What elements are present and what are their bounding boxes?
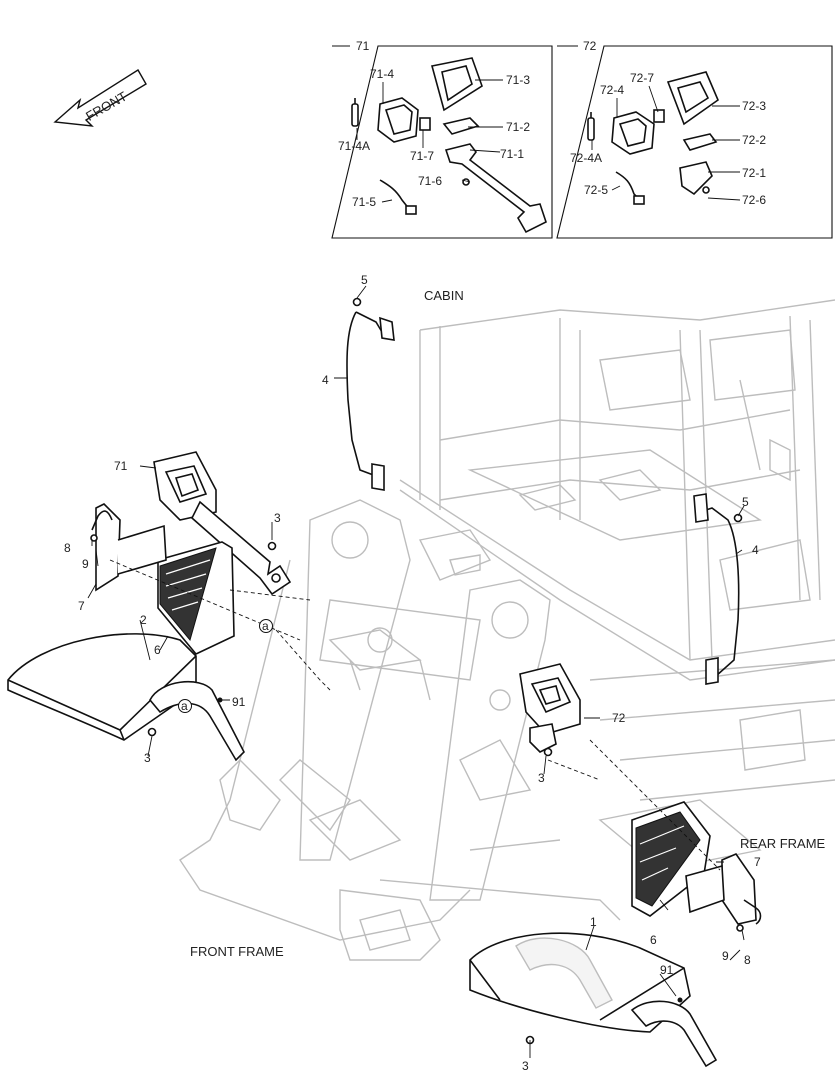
callout-71: 71 <box>114 459 128 473</box>
callout-3: 3 <box>144 751 151 765</box>
harness-71-5 <box>379 179 411 211</box>
front-frame-label: FRONT FRAME <box>190 944 284 959</box>
work-lamp-assembly-71 <box>153 451 292 596</box>
inset-71: 71 71-4 71-3 71-2 71 <box>331 39 553 239</box>
label-72-6: 72-6 <box>742 193 766 207</box>
label-71-1: 71-1 <box>500 147 524 161</box>
ref-a: a <box>181 699 188 713</box>
inset-72-title: 72 <box>583 39 597 53</box>
callout-3: 3 <box>538 771 545 785</box>
callout-91: 91 <box>232 695 246 709</box>
callout-8: 8 <box>64 541 71 555</box>
handrail-4-right <box>693 493 743 685</box>
callout-5: 5 <box>361 273 368 287</box>
label-72-5: 72-5 <box>584 183 608 197</box>
leader-lines <box>87 285 745 1058</box>
label-71-2: 71-2 <box>506 120 530 134</box>
cabin-outline <box>399 299 835 871</box>
mudguard-6-left <box>157 541 235 655</box>
inset-71-title: 71 <box>356 39 370 53</box>
callout-6: 6 <box>154 643 161 657</box>
label-72-4: 72-4 <box>600 83 624 97</box>
bulb-71-4a <box>351 98 359 127</box>
work-lamp-72-4 <box>611 111 655 155</box>
ref-a: a <box>262 619 269 633</box>
bulb-72-4a <box>587 112 595 141</box>
connector-71-7 <box>419 117 431 131</box>
label-72-4a: 72-4A <box>570 151 602 165</box>
label-72-2: 72-2 <box>742 133 766 147</box>
callout-9: 9 <box>82 557 89 571</box>
front-frame-outline <box>179 499 621 961</box>
label-72-7: 72-7 <box>630 71 654 85</box>
callout-72: 72 <box>612 711 626 725</box>
callout-5: 5 <box>742 495 749 509</box>
label-71-4a: 71-4A <box>338 139 370 153</box>
callout-91: 91 <box>660 963 674 977</box>
callout-6: 6 <box>650 933 657 947</box>
bolt-71-6 <box>462 178 470 186</box>
mudguard-6-right <box>631 801 711 917</box>
callout-8: 8 <box>744 953 751 967</box>
bolt-72-6 <box>702 186 710 194</box>
bracket-71-1 <box>444 143 547 234</box>
fender-2-left <box>7 633 245 762</box>
callout-7: 7 <box>78 599 85 613</box>
label-71-3: 71-3 <box>506 73 530 87</box>
lamp-housing-71-3 <box>431 57 483 112</box>
inset-72: 72 72-7 72-4 72-3 72-2 72-4A 72-1 72-5 7… <box>556 39 833 239</box>
label-71-5: 71-5 <box>352 195 376 209</box>
fender-1-right <box>469 932 718 1068</box>
callout-9: 9 <box>722 949 729 963</box>
lamp-housing-72-3 <box>666 71 719 126</box>
connector-72-7 <box>653 109 665 123</box>
work-lamp-assembly-72 <box>519 663 581 757</box>
handrail-4-left <box>346 297 395 491</box>
cabin-label: CABIN <box>424 288 464 303</box>
label-72-3: 72-3 <box>742 99 766 113</box>
gasket-72-2 <box>682 133 718 151</box>
bracket-7-right <box>685 853 762 932</box>
gasket-71-2 <box>442 117 480 135</box>
callout-3: 3 <box>522 1059 529 1073</box>
callout-4: 4 <box>752 543 759 557</box>
label-71-7: 71-7 <box>410 149 434 163</box>
front-direction-arrow: FRONT <box>53 69 147 127</box>
callout-4: 4 <box>322 373 329 387</box>
label-71-4: 71-4 <box>370 67 394 81</box>
callout-1: 1 <box>590 915 597 929</box>
bracket-7-left <box>90 503 167 592</box>
callout-3: 3 <box>274 511 281 525</box>
harness-72-5 <box>615 171 641 201</box>
callout-7: 7 <box>754 855 761 869</box>
callout-2: 2 <box>140 613 147 627</box>
rear-frame-label: REAR FRAME <box>740 836 826 851</box>
label-71-6: 71-6 <box>418 174 442 188</box>
label-72-1: 72-1 <box>742 166 766 180</box>
work-lamp-71-4 <box>377 97 419 143</box>
bracket-72-1 <box>679 161 713 196</box>
